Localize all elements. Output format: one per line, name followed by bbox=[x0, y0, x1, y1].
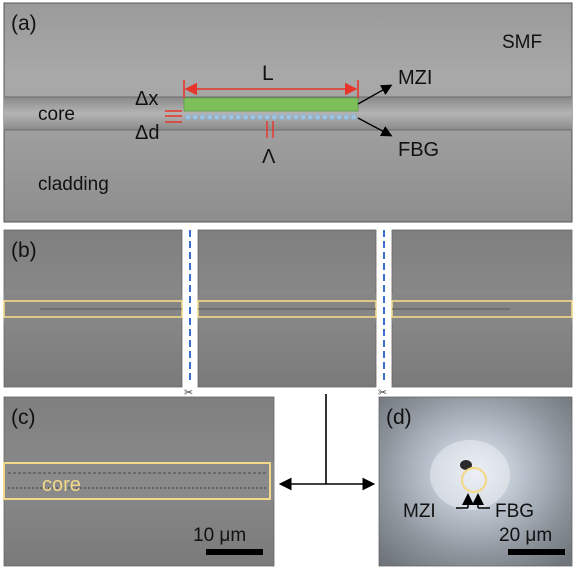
scissors-icon: ✂ bbox=[184, 386, 193, 399]
panel-c: (c) core 10 μm bbox=[3, 396, 275, 567]
core-label-c: core bbox=[42, 474, 81, 496]
mzi-label-d: MZI bbox=[403, 501, 436, 522]
dd-label: Δd bbox=[135, 122, 159, 144]
mzi-waveguide bbox=[183, 97, 359, 112]
grating-dot bbox=[278, 113, 285, 121]
fbg-grating bbox=[184, 113, 357, 121]
fbg-label: FBG bbox=[398, 139, 439, 161]
grating-dot bbox=[314, 113, 321, 121]
scale-bar-d bbox=[508, 549, 565, 555]
grating-dot bbox=[292, 113, 300, 121]
grating-dot bbox=[343, 113, 350, 121]
grating-dot bbox=[256, 113, 264, 121]
panel-c-label: (c) bbox=[11, 406, 36, 429]
fbg-pointer-arrow bbox=[357, 117, 393, 137]
panel-b: ✂ ✂ (b) bbox=[3, 229, 573, 399]
grating-dot bbox=[300, 113, 307, 121]
scale-bar-c bbox=[206, 549, 263, 555]
period-label: Λ bbox=[262, 146, 276, 168]
fiber-endface-glow bbox=[430, 440, 510, 510]
grating-dot bbox=[242, 113, 249, 121]
smf-label: SMF bbox=[502, 32, 542, 53]
scissors-icon: ✂ bbox=[378, 386, 387, 399]
grating-dot bbox=[307, 113, 314, 121]
dark-spot bbox=[460, 460, 472, 470]
grating-dot bbox=[328, 113, 336, 121]
scale-label-d: 20 μm bbox=[499, 525, 552, 546]
scale-label-c: 10 μm bbox=[193, 525, 246, 546]
panel-a-label: (a) bbox=[11, 12, 37, 35]
core-highlight-circle bbox=[460, 466, 488, 494]
core-label: core bbox=[38, 104, 75, 125]
grating-dot bbox=[271, 113, 278, 121]
grating-dot bbox=[206, 113, 213, 121]
grating-dot bbox=[220, 113, 228, 121]
grating-dot bbox=[350, 113, 357, 121]
panel-b-label: (b) bbox=[11, 239, 37, 262]
grating-dot bbox=[249, 113, 256, 121]
panel-d: (d) MZI FBG 20 μm bbox=[378, 396, 573, 567]
grating-dot bbox=[235, 113, 242, 121]
grating-dot bbox=[184, 113, 192, 121]
panel-d-label: (d) bbox=[386, 406, 412, 429]
grating-dot bbox=[285, 113, 292, 121]
length-label: L bbox=[262, 62, 274, 85]
grating-dot bbox=[228, 113, 235, 121]
mzi-pointer-arrow bbox=[357, 84, 393, 105]
dx-label: Δx bbox=[135, 88, 158, 110]
grating-dot bbox=[264, 113, 271, 121]
core-band-c bbox=[4, 462, 274, 500]
grating-dot bbox=[192, 113, 199, 121]
fbg-label-d: FBG bbox=[495, 501, 534, 522]
grating-dot bbox=[336, 113, 343, 121]
micrograph-d bbox=[378, 396, 573, 567]
grating-dot bbox=[321, 113, 328, 121]
cladding-label: cladding bbox=[38, 174, 109, 195]
grating-dot bbox=[199, 113, 206, 121]
grating-dot bbox=[213, 113, 220, 121]
highlight-c bbox=[3, 462, 271, 500]
mzi-label: MZI bbox=[398, 67, 432, 89]
panel-a: (a) SMF core cladding L Δx Δd Λ MZI FBG bbox=[3, 2, 573, 223]
